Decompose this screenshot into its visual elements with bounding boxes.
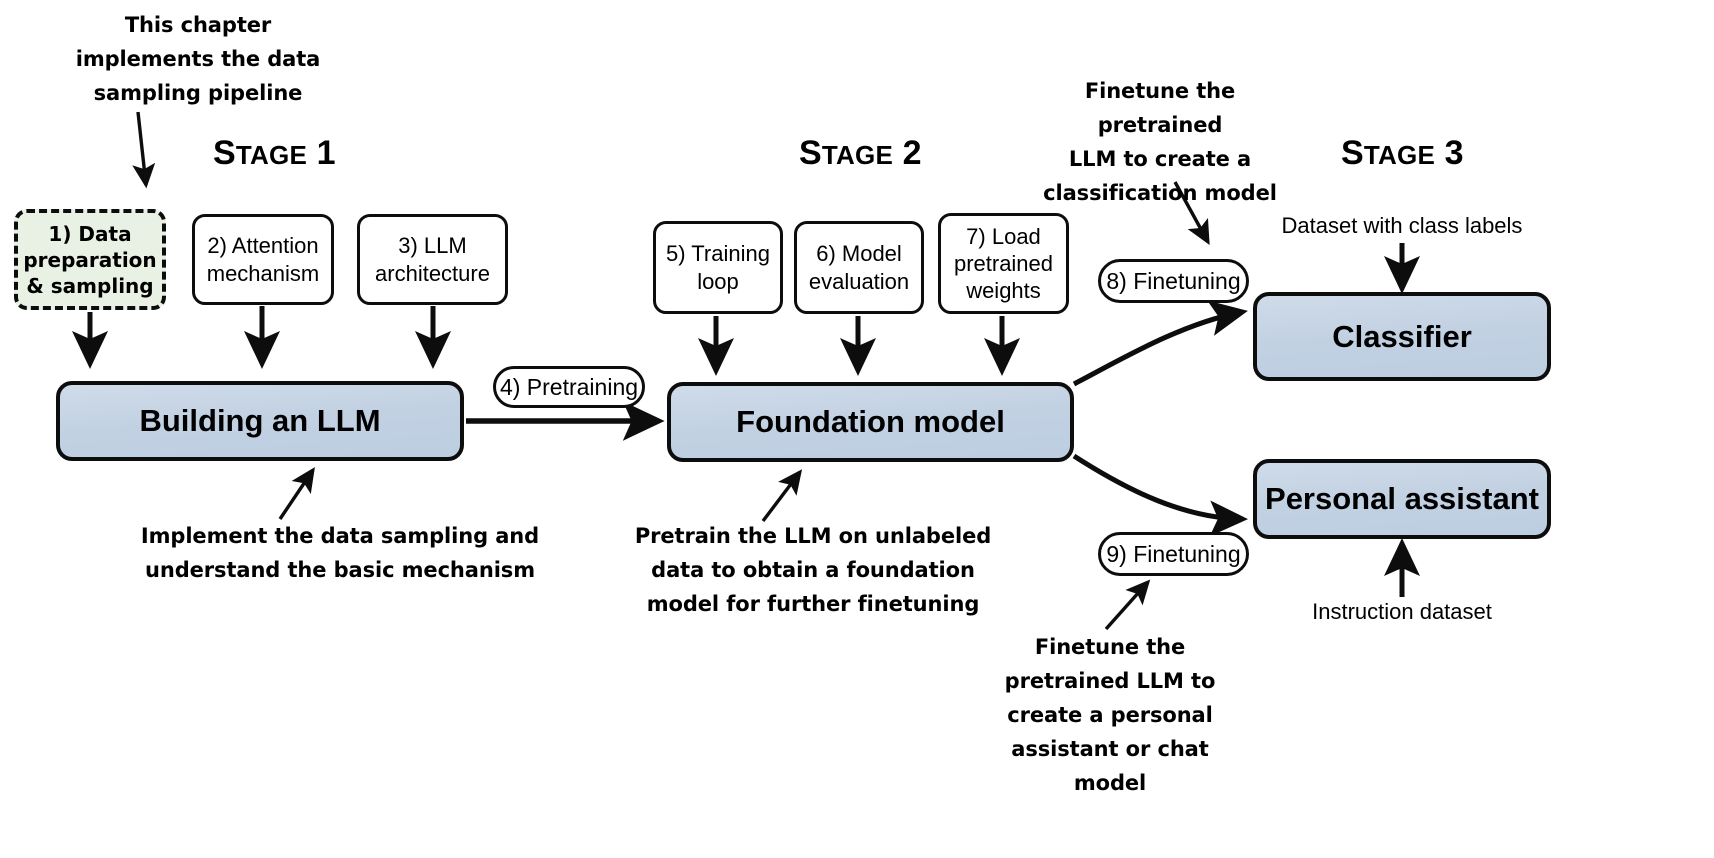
label-instruction-dataset: Instruction dataset — [1312, 599, 1492, 624]
stage-3-rest: TAGE — [1363, 140, 1435, 170]
arrow-foundation-to-classifier — [1072, 300, 1248, 387]
stage-1-initial: S — [213, 134, 236, 172]
stage-3-number: 3 — [1444, 134, 1464, 172]
stage-2-rest: TAGE — [821, 140, 893, 170]
pill-finetuning-assistant[interactable]: 9) Finetuning — [1098, 532, 1249, 576]
stage-heading-3: STAGE 3 — [1341, 134, 1464, 173]
stage-1-number — [307, 134, 317, 172]
label-dataset-class-labels: Dataset with class labels — [1281, 213, 1523, 238]
step-box-training-loop[interactable]: 5) Training loop — [653, 221, 783, 314]
step-box-load-pretrained-weights[interactable]: 7) Load pretrained weights — [938, 213, 1069, 314]
annotation-assistant-note: Finetune the pretrained LLM to create a … — [1004, 635, 1216, 796]
stage-heading-2: STAGE 2 — [799, 134, 922, 173]
model-box-personal-assistant[interactable]: Personal assistant — [1253, 459, 1551, 539]
model-box-building-an-llm[interactable]: Building an LLM — [56, 381, 464, 461]
step-box-llm-architecture[interactable]: 3) LLM architecture — [357, 214, 508, 305]
pill-finetuning-classifier[interactable]: 8) Finetuning — [1098, 259, 1249, 303]
annotation-classifier-note: Finetune the pretrained LLM to create a … — [1043, 79, 1277, 206]
stage-3-initial: S — [1341, 134, 1364, 172]
stage-heading-1: STAGE 1 — [213, 134, 336, 172]
step-box-data-preparation[interactable]: 1) Data preparation & sampling — [14, 209, 166, 310]
stage-1-rest: TAGE — [235, 140, 307, 170]
arrow-note-to-building — [278, 467, 315, 520]
step-box-model-evaluation[interactable]: 6) Model evaluation — [794, 221, 924, 314]
model-box-classifier[interactable]: Classifier — [1253, 292, 1551, 381]
pill-pretraining[interactable]: 4) Pretraining — [493, 366, 645, 408]
stage-2-number: 2 — [902, 134, 922, 172]
arrow-chapter-to-step1 — [132, 111, 156, 189]
arrow-note-to-foundation — [761, 469, 803, 523]
arrow-foundation-to-assistant — [1072, 453, 1248, 537]
annotation-pretrain-note: Pretrain the LLM on unlabeled data to ob… — [634, 524, 992, 617]
stage-2-initial: S — [799, 134, 822, 172]
arrow-note-to-step9 — [1104, 579, 1151, 631]
step-box-attention-mechanism[interactable]: 2) Attention mechanism — [192, 214, 334, 305]
annotation-building-note: Implement the data sampling and understa… — [140, 524, 540, 583]
annotation-chapter-note: This chapter implements the data samplin… — [75, 13, 321, 106]
model-box-foundation-model[interactable]: Foundation model — [667, 382, 1074, 462]
